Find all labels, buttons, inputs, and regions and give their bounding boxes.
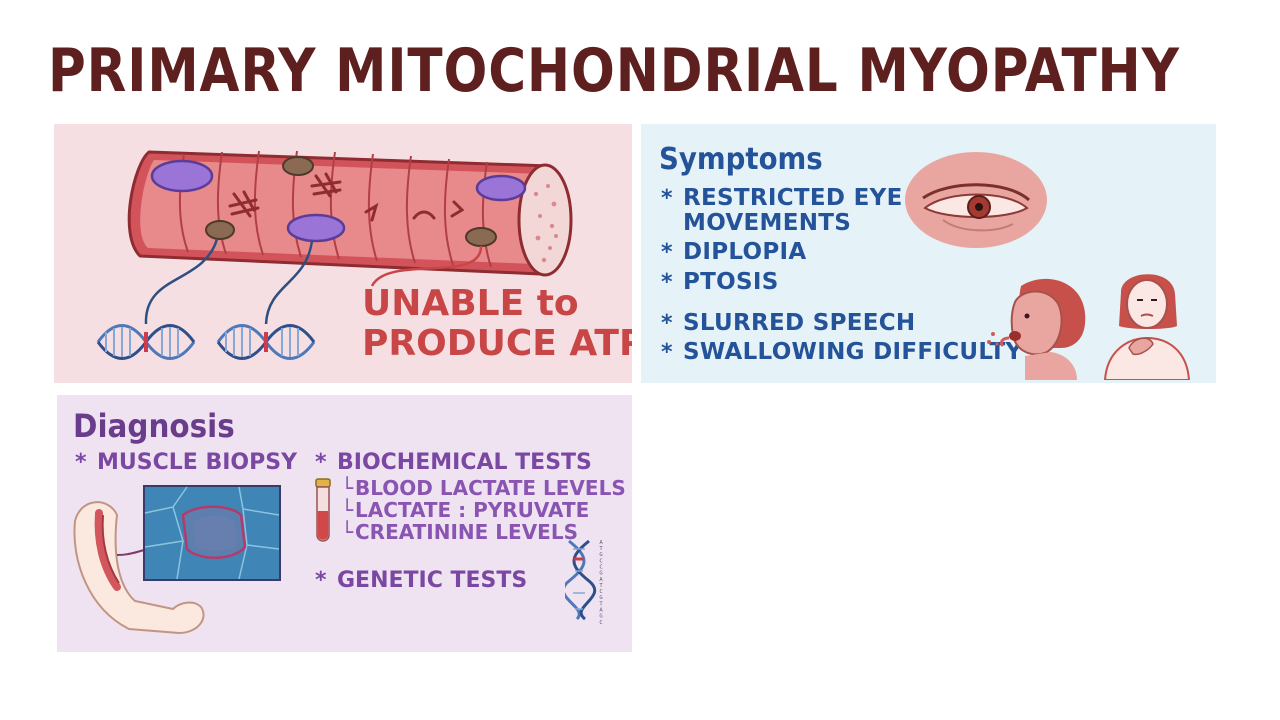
symptom-swallowing-difficulty: *SWALLOWING DIFFICULTY [661, 339, 1023, 366]
dna-base-letter: T [599, 601, 603, 607]
atp-statement: UNABLE to PRODUCE ATP [362, 284, 632, 364]
bullet-icon: * [661, 311, 673, 336]
diagnosis-panel: Diagnosis *MUSCLE BIOPSY *BIOCHEMICAL TE… [57, 395, 632, 652]
muscle-biopsy-microscopy [143, 485, 281, 581]
drooping-eye-illustration [905, 152, 1047, 248]
biochemical-creatinine: └CREATININE LEVELS [341, 520, 578, 544]
atp-statement-line1: UNABLE to [362, 283, 579, 324]
bullet-icon: * [661, 270, 673, 295]
bullet-icon: * [315, 450, 327, 475]
biochemical-lactate-pyruvate: └LACTATE : PYRUVATE [341, 498, 590, 522]
bullet-icon: * [315, 568, 327, 593]
bullet-icon: * [661, 240, 673, 265]
dna-base-letter: A [599, 577, 603, 583]
dna-base-letter: A [599, 540, 603, 546]
symptoms-panel: Symptoms *RESTRICTED EYE MOVEMENTS *DIPL… [641, 124, 1216, 383]
biochemical-blood-lactate: └BLOOD LACTATE LEVELS [341, 476, 626, 500]
symptom-restricted-eye-movements: *RESTRICTED EYE MOVEMENTS [661, 185, 903, 236]
diagnosis-heading: Diagnosis [73, 407, 235, 445]
symptom-ptosis: *PTOSIS [661, 269, 779, 296]
bullet-icon: * [75, 450, 87, 475]
arm-biopsy-illustration [73, 501, 205, 635]
dna-base-letter: A [599, 607, 603, 613]
symptom-slurred-speech: *SLURRED SPEECH [661, 310, 916, 337]
bullet-icon: * [661, 186, 673, 211]
symptom-diplopia: *DIPLOPIA [661, 239, 807, 266]
person-swallowing-illustration [1103, 274, 1191, 380]
blood-test-tube-icon [315, 478, 331, 542]
dna-base-letter: G [599, 552, 602, 558]
muscle-fiber-panel: UNABLE to PRODUCE ATP [54, 124, 632, 383]
dna-base-letter: C [599, 558, 602, 564]
dna-base-letter: C [599, 620, 602, 625]
diagnosis-biochemical-tests: *BIOCHEMICAL TESTS [315, 450, 592, 475]
atp-statement-line2: PRODUCE ATP [362, 323, 632, 364]
page-title: PRIMARY MITOCHONDRIAL MYOPATHY [48, 36, 1180, 106]
dna-base-letter: C [599, 589, 602, 595]
dna-base-letter: C [599, 564, 602, 570]
bullet-icon: * [661, 340, 673, 365]
dna-base-letter: T [599, 546, 603, 552]
dna-helix-icon [565, 539, 597, 621]
dna-base-letter: G [599, 571, 602, 577]
diagnosis-genetic-tests: *GENETIC TESTS [315, 568, 528, 593]
symptoms-heading: Symptoms [659, 142, 823, 177]
dna-base-letter: G [599, 595, 602, 601]
person-speaking-illustration [987, 278, 1086, 380]
muscle-fiber-illustration [96, 150, 573, 360]
dna-base-letter: T [599, 583, 603, 589]
dna-base-letter: G [599, 614, 602, 620]
diagnosis-muscle-biopsy: *MUSCLE BIOPSY [75, 450, 298, 475]
